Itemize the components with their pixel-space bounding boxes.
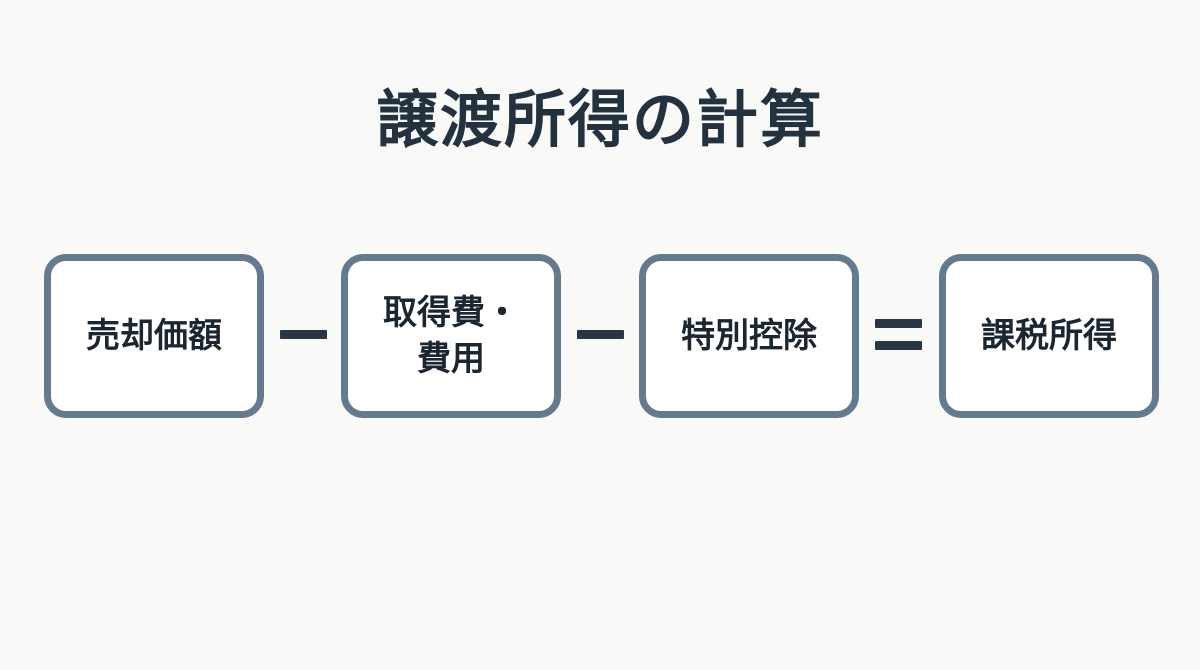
- equals-bar: [875, 341, 922, 350]
- term-label: 取得費・ 費用: [383, 293, 519, 379]
- term-label: 課税所得: [981, 316, 1117, 356]
- minus-operator: [280, 330, 327, 339]
- term-box-special-deduction: 特別控除: [639, 254, 859, 418]
- term-box-sale-price: 売却価額: [44, 254, 264, 418]
- term-label: 特別控除: [681, 316, 817, 356]
- term-box-acquisition-cost: 取得費・ 費用: [341, 254, 561, 418]
- term-label: 売却価額: [86, 316, 222, 356]
- term-box-taxable-income: 課税所得: [939, 254, 1159, 418]
- equals-bar: [875, 319, 922, 328]
- minus-operator: [577, 330, 624, 339]
- equals-operator: [875, 319, 922, 350]
- diagram-title: 譲渡所得の計算: [375, 83, 824, 156]
